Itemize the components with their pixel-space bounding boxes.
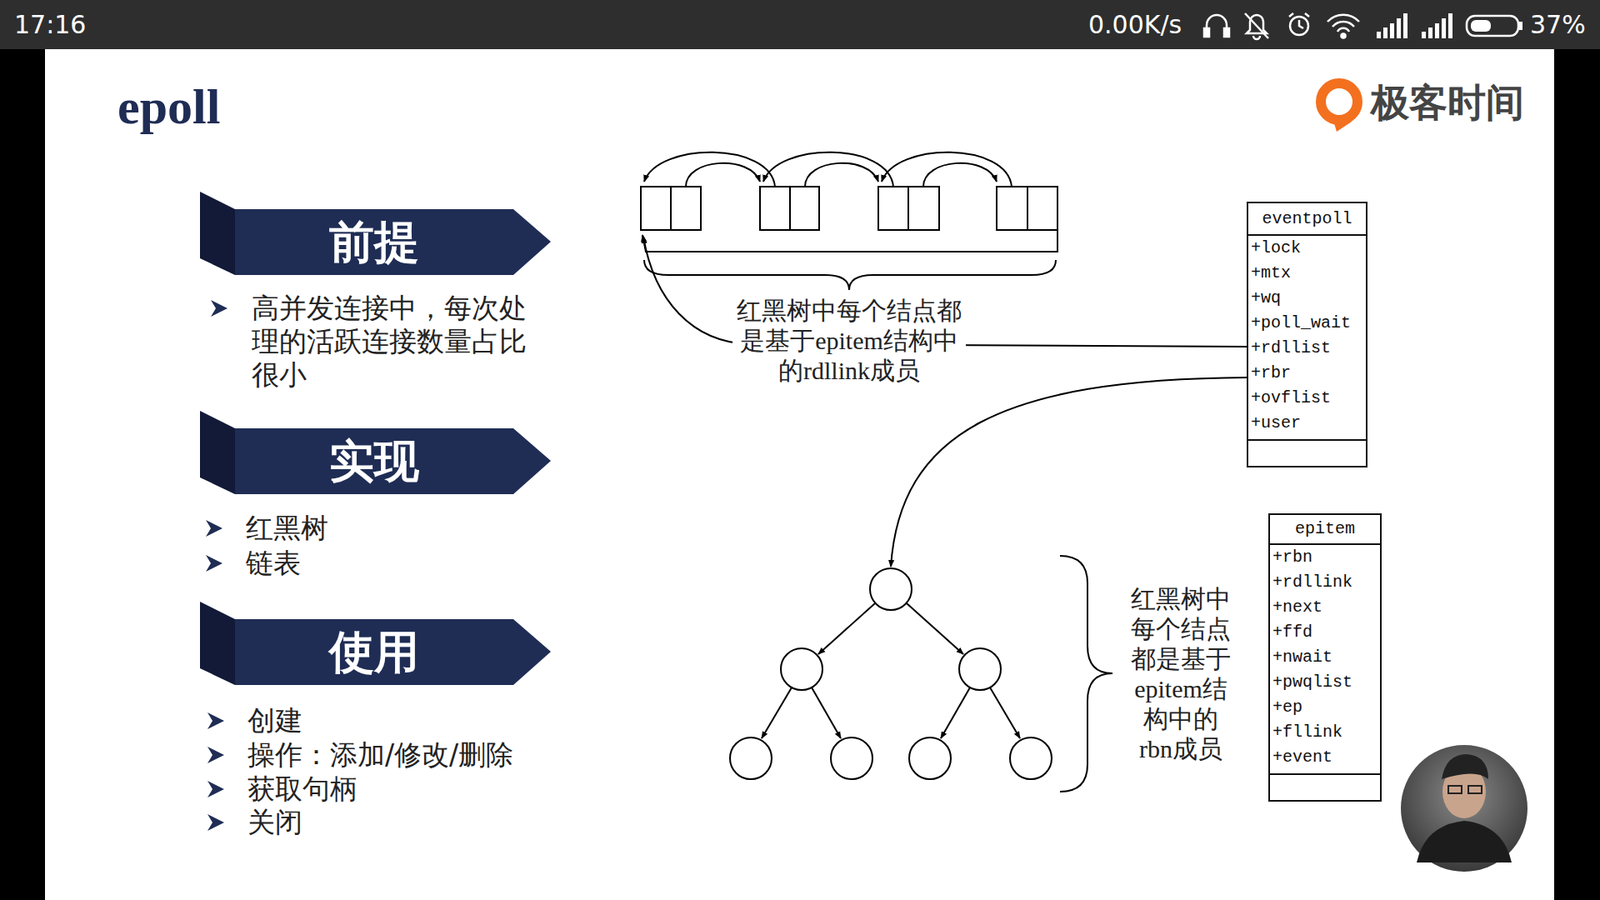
table-row: +rdllink — [1270, 570, 1380, 595]
bullet-text: 红黑树 — [245, 511, 329, 545]
field-name: +ep — [1272, 697, 1303, 718]
table-row: +rdllist — [1248, 335, 1366, 361]
status-battery-wrap: 37% — [1530, 8, 1586, 42]
field-name: +pwqlist — [1272, 672, 1353, 693]
field-name: +mtx — [1250, 263, 1291, 284]
annotation: 红黑树中每个结点都是基于epitem结构中的rbn成员 — [1128, 584, 1234, 765]
table-row: +user — [1248, 410, 1366, 436]
alarm-icon — [1289, 13, 1310, 29]
field-name: +event — [1272, 747, 1333, 768]
table-row: +next — [1270, 595, 1380, 620]
bullet-text: 获取句柄 — [247, 772, 358, 806]
presenter-avatar — [1400, 745, 1528, 872]
field-name: +next — [1272, 597, 1323, 618]
table-title: eventpoll — [1261, 209, 1352, 230]
field-name: +fllink — [1272, 722, 1343, 743]
field-name: +rbr — [1250, 363, 1291, 384]
status-time: 17:16 — [14, 8, 86, 42]
headphone-icon — [1224, 28, 1230, 37]
status-speed-wrap: 0.00K/s — [1088, 8, 1182, 42]
status-speed: 0.00K/s — [1088, 8, 1182, 42]
bullet-text-wrap: 创建 — [247, 704, 303, 738]
table-header: eventpoll — [1248, 203, 1366, 236]
struct-table: eventpoll +lock +mtx +wq +poll_wait +rdllist +… — [1246, 201, 1368, 468]
bullet-text-wrap: 红黑树 — [245, 511, 329, 545]
bullet-text: 操作：添加/修改/删除 — [247, 738, 514, 772]
bullet-text-wrap: 操作：添加/修改/删除 — [247, 738, 514, 772]
annotation-wrap: 红黑树中每个结点都是基于epitem结构中的rdllink成员 — [732, 295, 966, 386]
table-title: epitem — [1295, 519, 1355, 540]
table-row: +mtx — [1248, 260, 1366, 286]
table-row: +nwait — [1270, 645, 1380, 670]
bullet-text-wrap: 高并发连接中，每次处理的活跃连接数量占比很小 — [251, 291, 540, 392]
bullet-text: 高并发连接中，每次处理的活跃连接数量占比很小 — [251, 291, 540, 392]
table-row: +poll_wait — [1248, 310, 1366, 336]
field-name: +ffd — [1272, 622, 1313, 643]
table-row: +rbr — [1248, 360, 1366, 386]
banner-arrow: 前提 — [200, 191, 551, 275]
table-header: epitem — [1270, 515, 1380, 545]
table-row: +ep — [1270, 695, 1380, 720]
logo-text-wrap: 极客时间 — [1370, 80, 1525, 125]
field-name: +rdllink — [1272, 572, 1353, 593]
tree — [730, 555, 1113, 792]
slide-title-wrap: epoll — [117, 76, 220, 137]
field-name: +ovflist — [1250, 388, 1331, 409]
banner-arrow: 实现 — [200, 410, 551, 495]
wifi-icon — [1341, 34, 1346, 39]
banner-text: 前提 — [329, 217, 420, 267]
status-time-wrap: 17:16 — [14, 8, 86, 42]
table-footer — [1248, 439, 1366, 466]
table-row: +pwqlist — [1270, 670, 1380, 695]
bullet-text-wrap: 关闭 — [247, 805, 303, 840]
bullet-text: 创建 — [247, 704, 303, 738]
bullet-text: 链表 — [245, 546, 301, 580]
table-row: +rbn — [1270, 545, 1380, 570]
slide-title: epoll — [117, 76, 220, 137]
banner-text-area: 前提 — [235, 209, 514, 275]
bullet-markers — [205, 300, 228, 831]
field-name: +poll_wait — [1250, 313, 1351, 334]
status-battery: 37% — [1530, 8, 1586, 42]
banner-text-area: 实现 — [235, 428, 514, 495]
table-row: +fllink — [1270, 720, 1380, 745]
field-name: +rdllist — [1250, 338, 1331, 359]
field-name: +rbn — [1272, 547, 1313, 568]
annotation-wrap: 红黑树中每个结点都是基于epitem结构中的rbn成员 — [1128, 584, 1234, 765]
logo-text: 极客时间 — [1370, 80, 1525, 125]
brace — [644, 260, 1056, 290]
struct-table: epitem +rbn +rdllink +next +ffd +nwait +pwqlis… — [1268, 513, 1382, 802]
field-name: +lock — [1250, 238, 1301, 259]
table-row: +wq — [1248, 285, 1366, 311]
status-bar — [0, 0, 1600, 50]
brace — [1060, 555, 1113, 792]
battery-icon — [1466, 15, 1523, 36]
linked-list — [640, 152, 1247, 567]
rbr-leader — [890, 377, 1247, 567]
field-name: +wq — [1250, 288, 1281, 309]
banner-arrow: 使用 — [200, 601, 551, 685]
banner-text: 实现 — [329, 436, 420, 486]
table-row: +ffd — [1270, 620, 1380, 645]
headphone-icon — [1204, 28, 1210, 37]
table-footer — [1270, 773, 1380, 800]
field-name: +user — [1250, 413, 1301, 434]
status-icons — [1204, 13, 1360, 40]
banner-text: 使用 — [329, 627, 420, 677]
banner-text-area: 使用 — [235, 619, 514, 685]
signal-icons — [1376, 13, 1453, 39]
annotation: 红黑树中每个结点都是基于epitem结构中的rdllink成员 — [732, 295, 966, 386]
logo-mark — [1320, 83, 1358, 132]
bullet-text-wrap: 获取句柄 — [247, 772, 358, 806]
table-row: +lock — [1248, 235, 1366, 261]
table-row: +event — [1270, 745, 1380, 770]
bell-off-icon — [1245, 13, 1269, 39]
wifi-icon — [1327, 15, 1360, 32]
table-row: +ovflist — [1248, 385, 1366, 411]
bullet-text: 关闭 — [247, 805, 303, 840]
field-name: +nwait — [1272, 647, 1333, 668]
bullet-text-wrap: 链表 — [245, 546, 301, 580]
